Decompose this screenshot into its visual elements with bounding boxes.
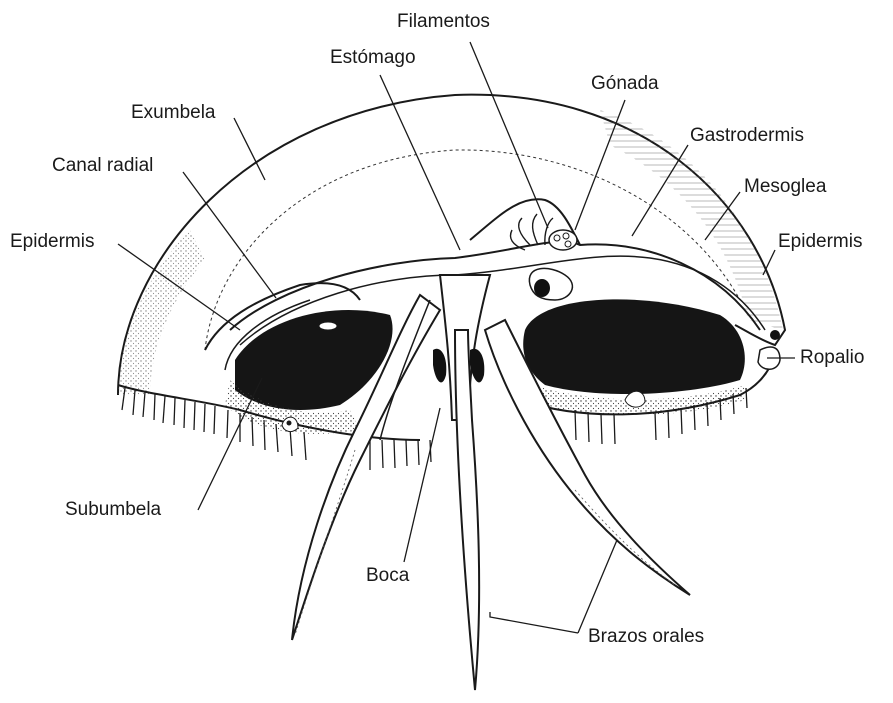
- oral-arm-center: [455, 330, 479, 690]
- label-gastrodermis: Gastrodermis: [690, 126, 804, 145]
- subumbrella-right: [523, 299, 745, 394]
- label-subumbela: Subumbela: [65, 500, 161, 519]
- label-estomago: Estómago: [330, 48, 416, 67]
- label-gonada: Gónada: [591, 74, 659, 93]
- label-exumbela: Exumbela: [131, 103, 216, 122]
- label-epidermis-right: Epidermis: [778, 232, 862, 251]
- label-canal-radial: Canal radial: [52, 156, 153, 175]
- label-brazos-orales: Brazos orales: [588, 627, 704, 646]
- gonad: [549, 230, 577, 250]
- label-mesoglea: Mesoglea: [744, 177, 826, 196]
- left-edge-shading: [118, 230, 205, 395]
- label-ropalio: Ropalio: [800, 348, 864, 367]
- label-boca: Boca: [366, 566, 409, 585]
- tentacles-center: [370, 440, 431, 470]
- label-filamentos: Filamentos: [397, 12, 490, 31]
- rhopalium: [758, 330, 780, 369]
- label-epidermis-left: Epidermis: [10, 232, 94, 251]
